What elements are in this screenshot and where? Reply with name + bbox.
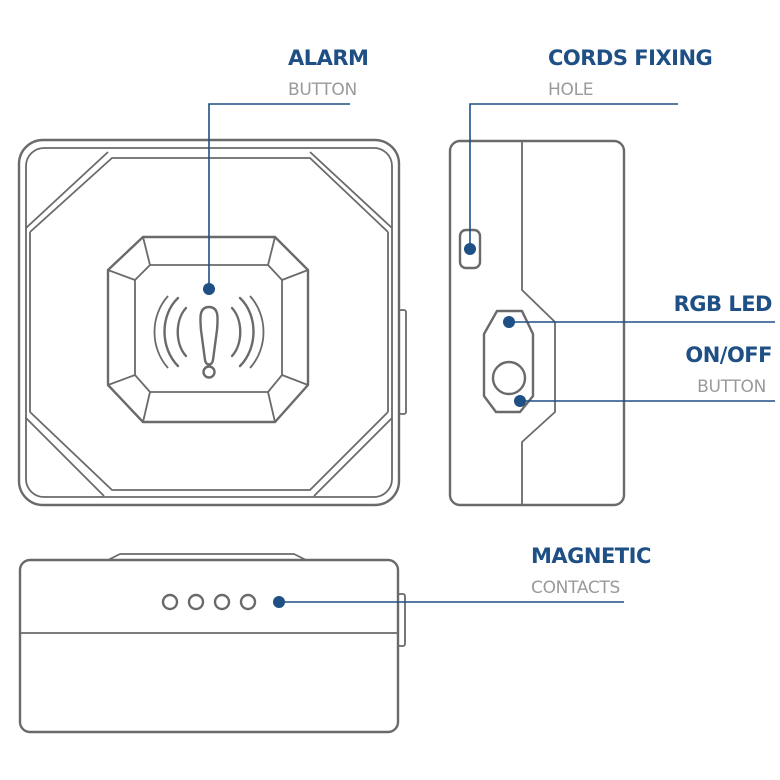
rgb-label-title: RGB LED [674,292,772,316]
magnetic-contact-pin-icon [213,593,231,611]
magnetic-contacts [161,593,257,611]
onoff-label: ON/OFF BUTTON [685,343,772,397]
rgb-led-label: RGB LED [674,292,773,316]
alarm-label-subtitle: BUTTON [288,80,357,100]
alarm-button-label: ALARM BUTTON [288,46,369,100]
cords-fixing-label: CORDS FIXING HOLE [548,46,713,100]
alarm-button[interactable] [106,235,310,424]
magnetic-label-title: MAGNETIC [531,544,651,568]
led-and-power-panel [482,309,535,414]
magnetic-contact-pin-icon [161,593,179,611]
magnetic-contacts-label: MAGNETIC CONTACTS [531,544,651,598]
power-button-icon[interactable] [491,360,527,396]
cords-label-subtitle: HOLE [548,80,593,100]
alarm-exclamation-icon [153,295,265,379]
onoff-label-subtitle: BUTTON [697,377,766,397]
cords-label-title: CORDS FIXING [548,46,712,70]
side-view [448,139,626,507]
front-view [17,138,407,507]
magnetic-contact-pin-icon [187,593,205,611]
magnetic-contact-pin-icon [239,593,257,611]
callout-leaders [203,103,775,608]
alarm-label-title: ALARM [288,46,368,70]
bottom-view [18,553,406,734]
onoff-label-title: ON/OFF [685,343,772,367]
magnetic-label-subtitle: CONTACTS [531,578,620,598]
